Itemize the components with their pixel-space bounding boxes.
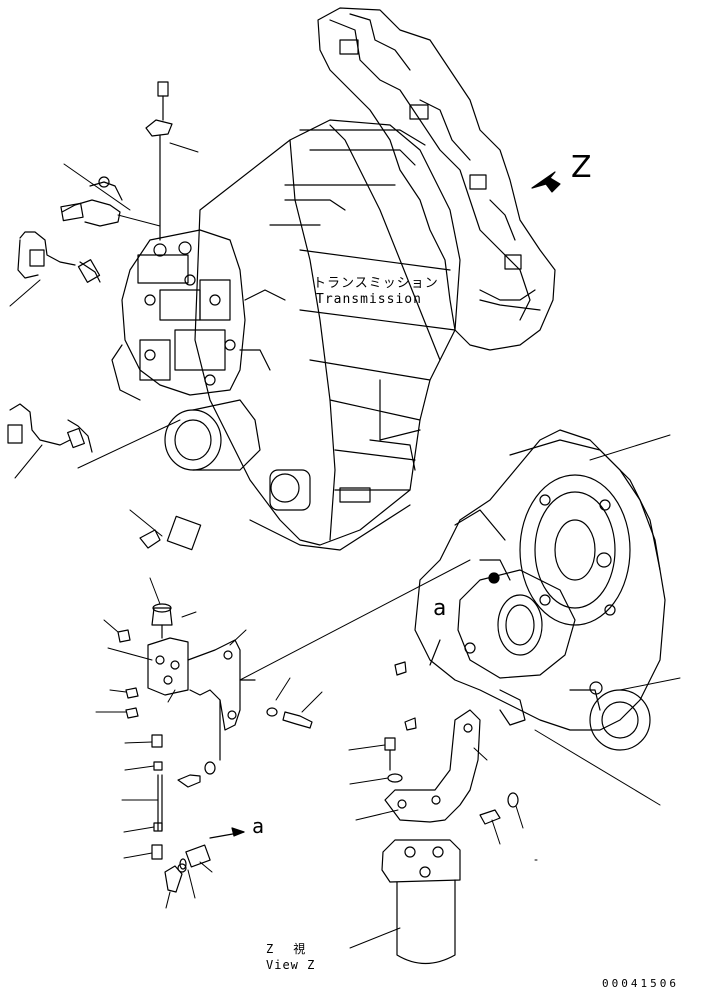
- wiring-harnesses: [8, 82, 201, 550]
- drawing-code: 00041506: [602, 977, 679, 990]
- view-z-caption-en: View Z: [266, 958, 316, 972]
- converter-housing: [415, 430, 665, 750]
- view-z-label: Z: [571, 150, 592, 185]
- oil-filter-assembly: [382, 662, 518, 964]
- port-a-housing-label: a: [433, 596, 447, 621]
- port-a-fitting-label: a: [252, 814, 265, 838]
- view-z-arrow: [532, 172, 560, 192]
- leader-lines: [10, 143, 680, 948]
- view-z-caption-jp: Z 視: [266, 942, 310, 956]
- transmission-label-en: Transmission: [316, 292, 422, 307]
- transmission-label-jp: トランスミッション: [313, 276, 439, 291]
- valve-piping-parts: [118, 604, 312, 892]
- transmission-assembly: [112, 8, 555, 550]
